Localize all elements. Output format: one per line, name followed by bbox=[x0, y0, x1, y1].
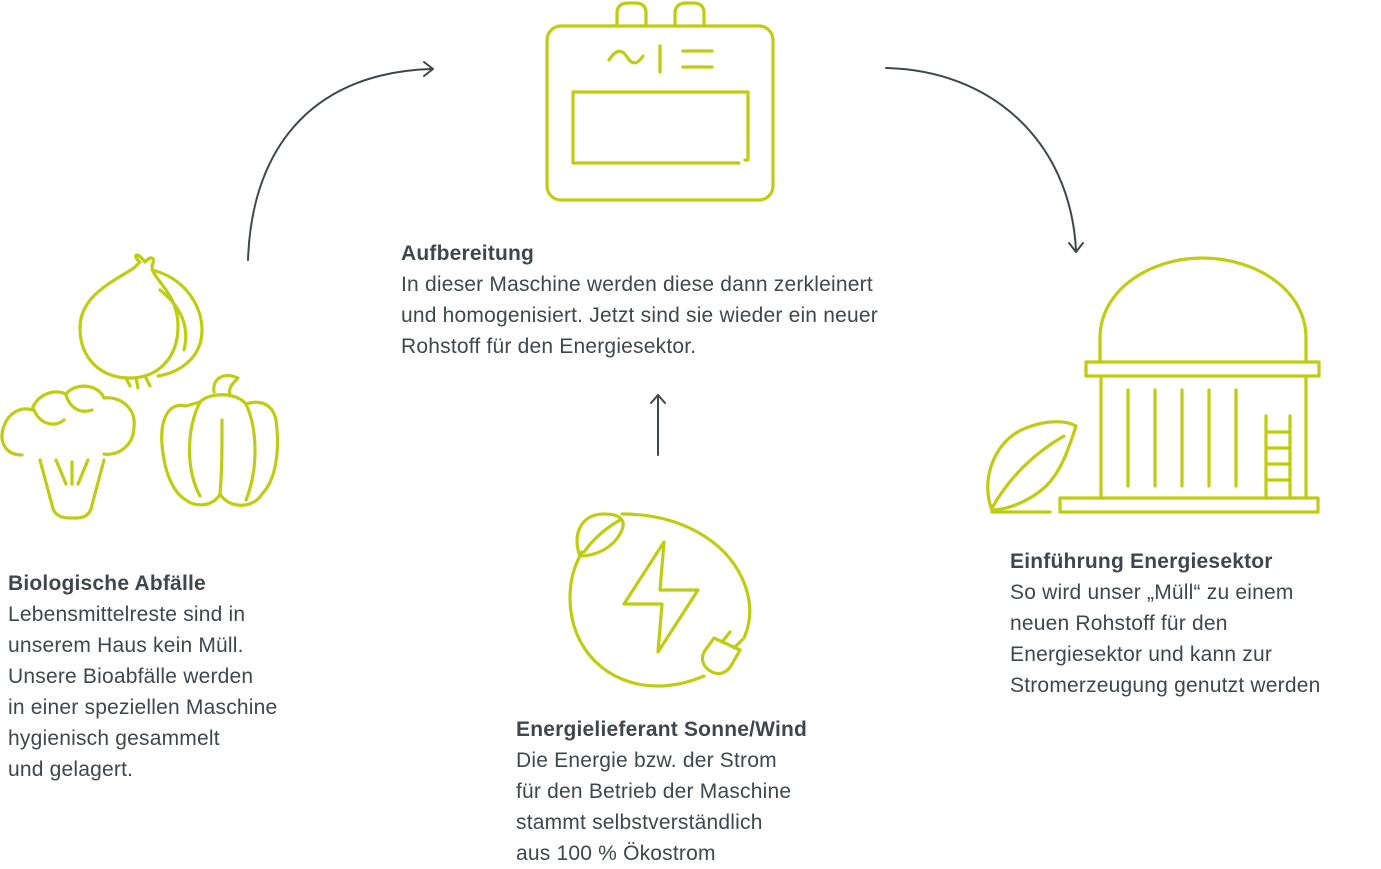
lightning-plug-icon bbox=[568, 512, 752, 688]
step-description: In dieser Maschine werden diese dann zer… bbox=[401, 273, 878, 358]
step-title: Aufbereitung bbox=[401, 242, 535, 265]
arrow-machine-to-plant bbox=[885, 67, 1084, 253]
machine-icon bbox=[545, 1, 775, 202]
arrow-vegetables-to-machine bbox=[247, 61, 434, 261]
biogas-plant-icon bbox=[986, 256, 1321, 514]
step-biologische-abfaelle: Biologische Abfälle Lebensmittelreste si… bbox=[8, 568, 338, 785]
step-title: Biologische Abfälle bbox=[8, 572, 206, 595]
arrow-energy-to-machine bbox=[650, 394, 666, 456]
step-aufbereitung: Aufbereitung In dieser Maschine werden d… bbox=[401, 238, 981, 362]
step-einfuehrung-energiesektor: Einführung Energiesektor So wird unser „… bbox=[1010, 546, 1381, 701]
step-title: Energielieferant Sonne/Wind bbox=[516, 718, 808, 741]
step-description: So wird unser „Müll“ zu einem neuen Rohs… bbox=[1010, 581, 1321, 697]
vegetables-icon bbox=[0, 253, 280, 520]
step-description: Lebensmittelreste sind in unserem Haus k… bbox=[8, 603, 278, 781]
step-title: Einführung Energiesektor bbox=[1010, 550, 1273, 573]
step-energielieferant: Energielieferant Sonne/Wind Die Energie … bbox=[516, 714, 886, 869]
step-description: Die Energie bzw. der Strom für den Betri… bbox=[516, 749, 792, 865]
